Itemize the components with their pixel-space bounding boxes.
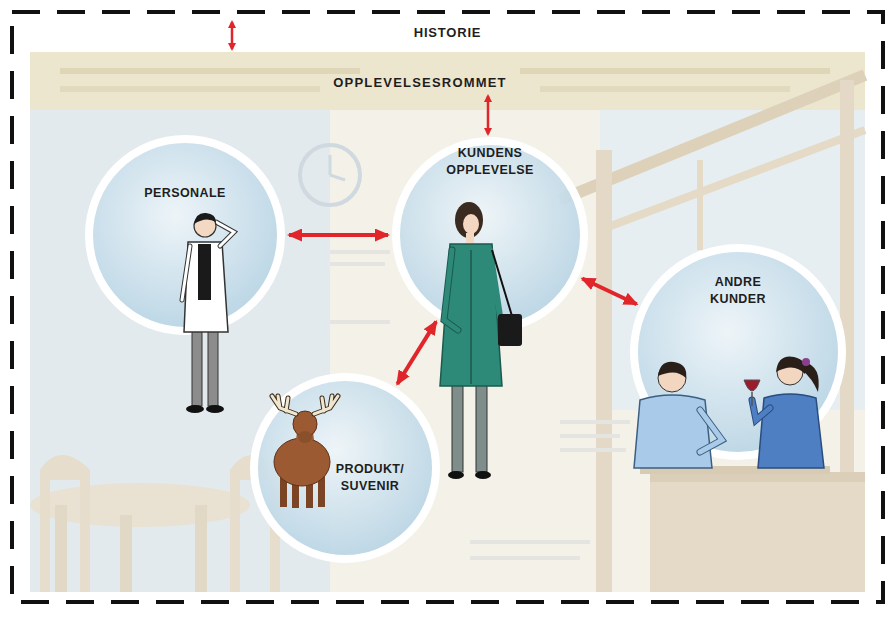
room-background	[30, 52, 865, 592]
room-area: OPPLEVELSESROMMET KUNDENS OPPLEVELSE PERSO…	[30, 52, 865, 592]
double-arrow	[582, 279, 636, 305]
roof-beams	[560, 75, 865, 592]
staff-circle: PERSONALE	[85, 135, 285, 335]
double-arrow	[487, 96, 490, 134]
node-label: OPPLEVELSESROMMET	[270, 74, 570, 92]
staff-circle-outline	[85, 135, 285, 335]
circle-outline	[396, 141, 584, 329]
node-label: ANDRE KUNDER	[693, 274, 783, 308]
node-label: PRODUKT/ SUVENIR	[328, 461, 412, 495]
circle-outline	[89, 139, 281, 331]
double-arrow	[397, 322, 436, 384]
node-label: KUNDENS OPPLEVELSE	[435, 145, 545, 179]
other-customers-circle: ANDRE KUNDER	[630, 244, 846, 460]
customer-circle: KUNDENS OPPLEVELSE	[392, 137, 588, 333]
chairs-and-tables	[30, 455, 865, 592]
frame-box: HISTORIE OPPLEVELSESROMMET KUNDENS OPPLEVE…	[10, 10, 885, 604]
node-label: HISTORIE	[10, 24, 885, 42]
double-arrow	[289, 233, 388, 237]
node-label: PERSONALE	[120, 185, 250, 202]
double-arrow	[231, 22, 234, 49]
dashed-border	[12, 12, 883, 602]
circle-outline	[634, 248, 842, 456]
circle-outline	[254, 377, 436, 559]
product-circle: PRODUKT/ SUVENIR	[250, 373, 440, 563]
